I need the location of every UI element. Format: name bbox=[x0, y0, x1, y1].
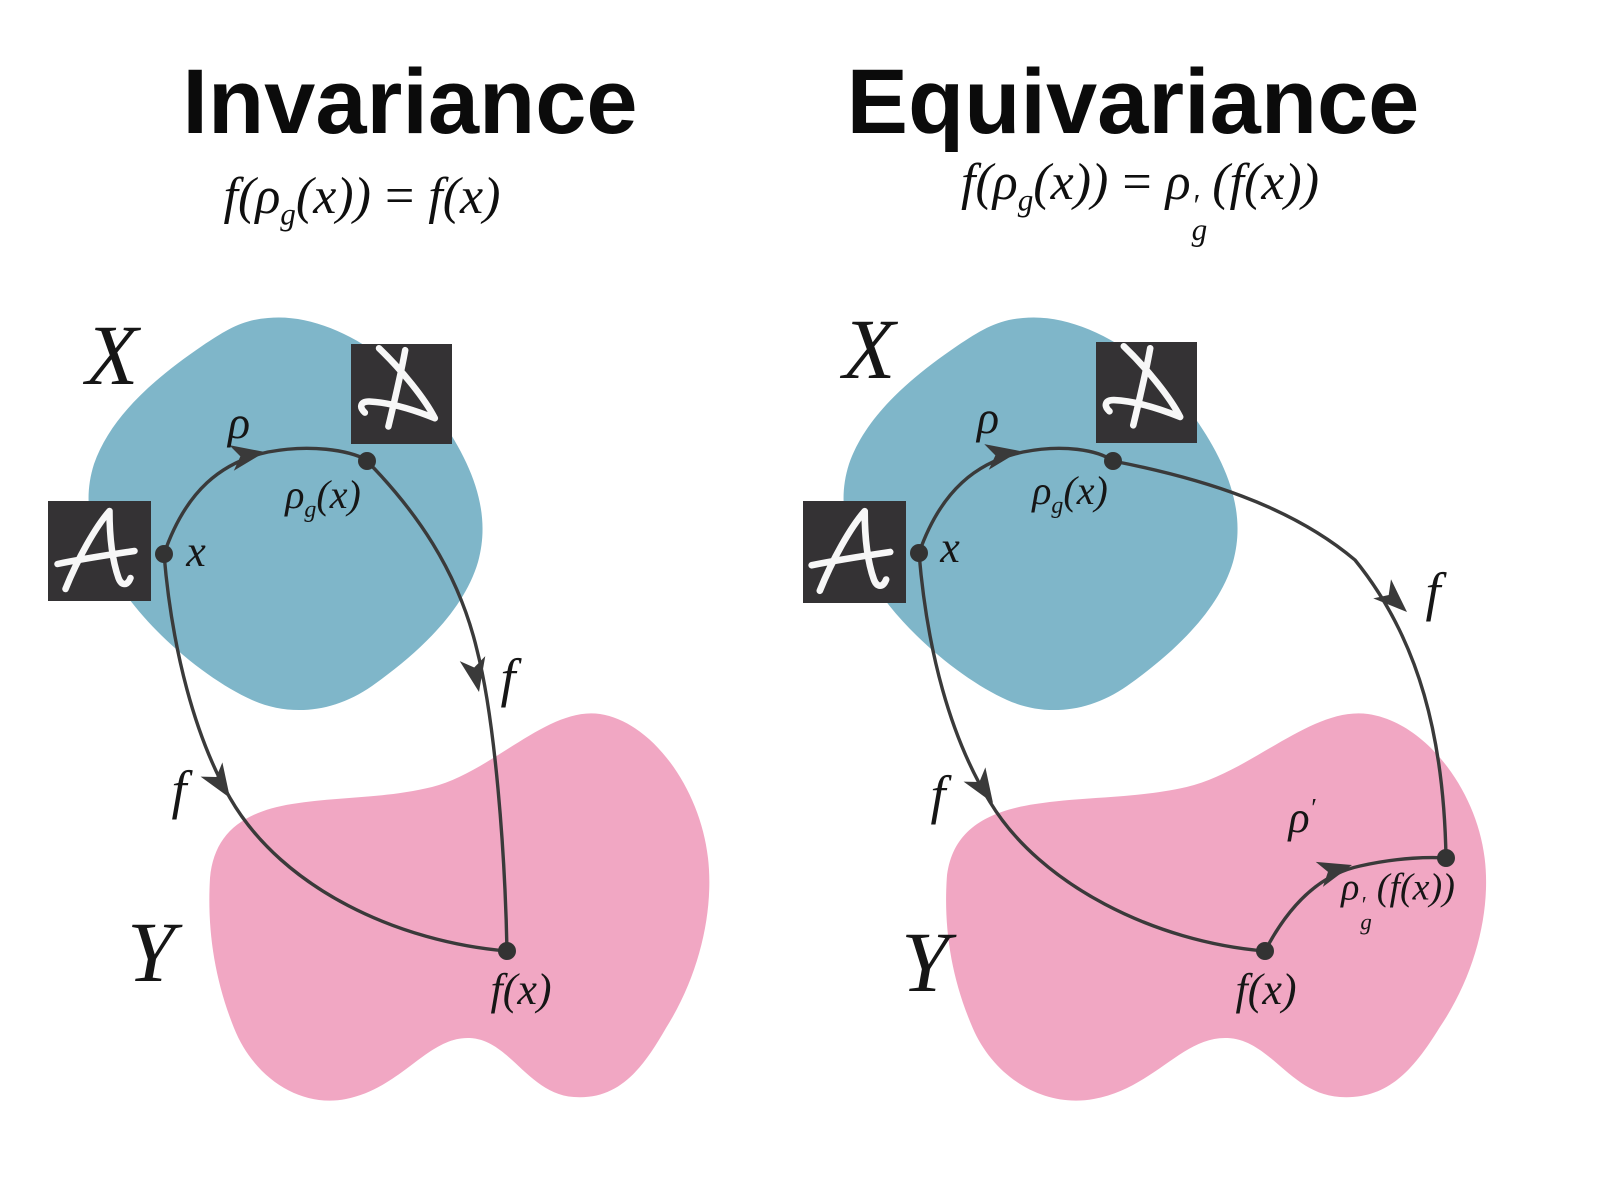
rho-prime-label: ρ′ bbox=[1288, 792, 1316, 842]
f-arrow-right-curve bbox=[365, 459, 509, 952]
domain-x-label: X bbox=[842, 301, 896, 397]
invariance-panel bbox=[88, 317, 710, 1101]
handwritten-a-icon bbox=[808, 507, 894, 595]
x-point-label: x bbox=[186, 527, 206, 576]
f-x-point-label: f(x) bbox=[490, 965, 552, 1014]
rho-label: ρ bbox=[976, 392, 1000, 443]
point-f-x bbox=[498, 942, 516, 960]
point-rho-prime-g-f-x bbox=[1437, 849, 1455, 867]
mnist-a-image bbox=[48, 501, 151, 601]
domain-x-label: X bbox=[85, 307, 139, 403]
f-long-arrowhead bbox=[1373, 579, 1416, 622]
handwritten-a-icon bbox=[54, 507, 138, 593]
f-right-arrowhead bbox=[459, 656, 492, 695]
f-x-point-label: f(x) bbox=[1235, 965, 1297, 1014]
rho-prime-g-f-x-label: ρ′g(f(x)) bbox=[1341, 866, 1455, 935]
x-point-label: x bbox=[940, 523, 960, 572]
rho-label: ρ bbox=[227, 397, 251, 448]
equivariance-formula: f(ρg(x))=ρ′g(f(x)) bbox=[960, 154, 1320, 248]
codomain-y-label: Y bbox=[901, 914, 949, 1010]
handwritten-a-rotated-icon bbox=[1102, 343, 1184, 429]
equivariance-panel bbox=[843, 317, 1487, 1101]
f-arrow-long-curve bbox=[1112, 459, 1448, 859]
f-arrow-left-curve bbox=[917, 552, 1266, 953]
point-x bbox=[155, 545, 173, 563]
rho-g-x-label: ρg(x) bbox=[285, 472, 361, 523]
mnist-a-image bbox=[803, 501, 906, 603]
f-arrow-left-curve bbox=[162, 553, 508, 953]
mnist-a-rotated-image bbox=[1096, 342, 1197, 443]
codomain-y-label: Y bbox=[127, 904, 175, 1000]
f-left-arrowhead bbox=[200, 762, 241, 806]
f-map-label: f bbox=[500, 648, 516, 708]
rho-arrow-curve bbox=[162, 446, 368, 555]
point-x bbox=[910, 544, 928, 562]
equivariance-title: Equivariance bbox=[846, 51, 1420, 153]
rho-arrow-curve bbox=[917, 446, 1115, 554]
mnist-a-rotated-image bbox=[351, 344, 452, 444]
f-map-label: f bbox=[930, 765, 946, 825]
codomain-y-blob bbox=[209, 713, 710, 1101]
point-rho-g-x bbox=[358, 452, 376, 470]
invariance-formula: f(ρg(x))=f(x) bbox=[223, 168, 501, 232]
f-left-arrowhead bbox=[963, 767, 1004, 811]
point-rho-g-x bbox=[1104, 452, 1122, 470]
rho-g-x-label: ρg(x) bbox=[1032, 468, 1108, 519]
f-map-label: f bbox=[171, 760, 187, 820]
point-f-x bbox=[1256, 942, 1274, 960]
f-map-label: f bbox=[1425, 562, 1441, 622]
rho-prime-arrow-curve bbox=[1263, 855, 1447, 952]
invariance-title: Invariance bbox=[182, 51, 638, 153]
handwritten-a-rotated-icon bbox=[358, 344, 439, 430]
